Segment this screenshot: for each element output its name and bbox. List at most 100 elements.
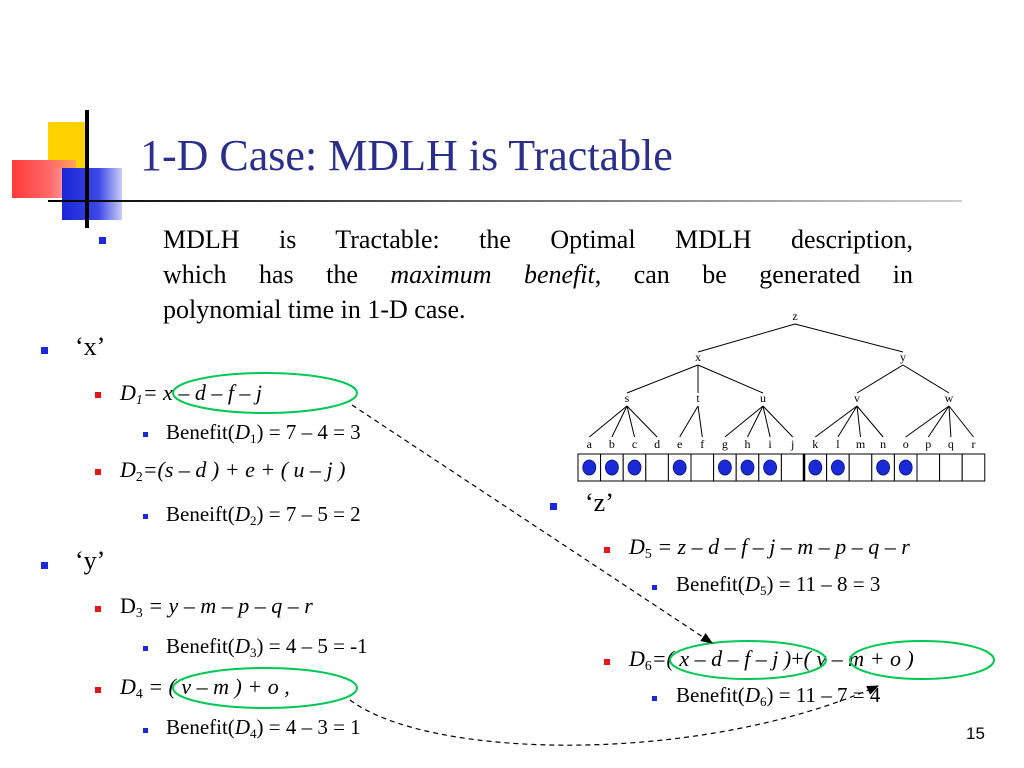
d5-sub: 5 <box>644 546 652 561</box>
b6-pre: Benefit( <box>676 683 745 707</box>
tree-node-t: t <box>696 391 700 405</box>
title-deco-blue <box>62 168 122 220</box>
b5-post: ) = 11 – 8 = 3 <box>766 572 881 596</box>
d6-plus: + <box>791 646 804 671</box>
slide-title: 1-D Case: MDLH is Tractable <box>140 131 673 180</box>
tree-node-y: y <box>900 350 906 364</box>
tree-leaf-label-c: c <box>632 437 637 451</box>
tree-edge-x-u <box>697 364 764 394</box>
b5-pre: Benefit( <box>676 572 745 596</box>
d6-sub: 6 <box>644 658 652 673</box>
tree-edge-v-m <box>856 405 861 438</box>
d1-expr: = x – d – f – j <box>142 380 263 405</box>
y-bullet <box>41 562 48 569</box>
highlight-d6a-ellipse <box>669 640 827 680</box>
page-number: 15 <box>966 724 985 743</box>
tree-leaf-label-j: j <box>790 437 794 451</box>
tree-node-u: u <box>760 391 766 405</box>
b2-D: D <box>234 502 250 526</box>
d3-D: D <box>120 593 136 618</box>
b3-sub: 3 <box>249 645 257 660</box>
tree-leaf-label-i: i <box>768 437 772 451</box>
d1-sub: 1 <box>135 392 143 407</box>
tree-leaf-marker-l <box>831 459 845 476</box>
d2-expr: =(s – d ) + e + ( u – j ) <box>142 457 346 482</box>
b5-sub: 5 <box>759 583 767 598</box>
b5-D: D <box>744 572 760 596</box>
d4-D: D <box>120 674 136 699</box>
tree-leaf-cell-f <box>690 453 715 482</box>
d1-formula: D1= x – d – f – j <box>120 380 262 406</box>
tree-edge-s-b <box>611 405 628 438</box>
benefit-d1: Benefit(D1) = 7 – 4 = 3 <box>166 420 361 445</box>
x-bullet <box>41 347 48 354</box>
d5-expr: = z – d – f – j – m – p – q – r <box>651 534 910 559</box>
b2-sub: 2 <box>249 513 257 528</box>
d3-sub: 3 <box>135 605 143 620</box>
tree-edge-t-e <box>679 405 699 438</box>
intro-line-3: polynomial time in 1-D case. <box>163 295 466 324</box>
tree-leaf-marker-e <box>672 459 687 476</box>
d5-bullet <box>604 547 610 553</box>
d3-expr: = y – m – p – q – r <box>142 593 313 618</box>
b6-sub: 6 <box>759 694 767 709</box>
tree-node-s: s <box>625 391 630 405</box>
tree-leaf-cell-r <box>961 453 986 482</box>
title-underline <box>48 200 962 202</box>
x-heading: ‘x’ <box>75 332 106 361</box>
d6-bullet <box>604 659 610 665</box>
b1-bullet <box>143 432 148 437</box>
tree-leaf-marker-c <box>627 459 642 476</box>
benefit-d5: Benefit(D5) = 11 – 8 = 3 <box>676 572 880 597</box>
b6-post: ) = 11 – 7 = 4 <box>766 683 881 707</box>
tree-leaf-label-b: b <box>609 437 615 451</box>
intro-line-1: MDLH is Tractable: the Optimal MDLH desc… <box>163 225 913 254</box>
b2-pre: Beneift( <box>166 502 235 526</box>
intro-line-2-emphasis: maximum benefit <box>390 260 595 289</box>
tree-edge-u-h <box>747 405 764 438</box>
tree-leaf-marker-h <box>740 459 755 476</box>
benefit-d3: Benefit(D3) = 4 – 5 = -1 <box>166 634 368 659</box>
tree-leaf-marker-g <box>718 459 732 476</box>
tree-leaf-marker-k <box>808 459 823 476</box>
tree-edge-z-x <box>697 323 796 353</box>
d4-expr: = ( v – m ) + o , <box>142 674 290 699</box>
tree-edge-y-w <box>902 364 950 394</box>
title-deco-vline <box>85 110 89 228</box>
tree-leaf-label-e: e <box>677 437 682 451</box>
b1-sub: 1 <box>249 431 257 446</box>
z-bullet <box>550 503 557 510</box>
tree-node-x: x <box>695 350 701 364</box>
b1-pre: Benefit( <box>166 420 235 444</box>
tree-leaf-label-d: d <box>654 437 660 451</box>
tree-leaf-label-h: h <box>745 437 751 451</box>
tree-node-v: v <box>854 391 860 405</box>
tree-leaf-cell-d <box>645 453 669 482</box>
tree-leaf-marker-i <box>763 459 777 476</box>
tree-leaf-label-n: n <box>880 437 886 451</box>
tree-edge-w-o <box>905 405 950 438</box>
d1-bullet <box>95 392 101 398</box>
b5-bullet <box>652 585 657 590</box>
tree-leaf-label-f: f <box>700 437 704 451</box>
b2-bullet <box>143 514 148 519</box>
tree-leaf-label-o: o <box>903 437 909 451</box>
tree-leaf-marker-b <box>605 459 619 476</box>
b4-bullet <box>143 728 148 733</box>
d5-formula: D5 = z – d – f – j – m – p – q – r <box>629 534 910 560</box>
b4-D: D <box>234 715 250 739</box>
benefit-d4: Benefit(D4) = 4 – 3 = 1 <box>166 715 361 740</box>
tree-edge-s-d <box>626 405 658 438</box>
highlight-d1-ellipse <box>172 372 358 414</box>
tree-node-z: z <box>792 309 797 323</box>
tree-leaf-label-g: g <box>722 437 728 451</box>
tree-leaf-marker-n <box>876 459 890 476</box>
tree-edge-u-g <box>724 405 764 438</box>
y-heading: ‘y’ <box>75 546 106 575</box>
tree-leaf-cell-m <box>848 453 873 482</box>
b3-pre: Benefit( <box>166 634 235 658</box>
b4-post: ) = 4 – 3 = 1 <box>256 715 361 739</box>
tree-edge-z-y <box>794 323 904 353</box>
tree-node-w: w <box>945 391 954 405</box>
